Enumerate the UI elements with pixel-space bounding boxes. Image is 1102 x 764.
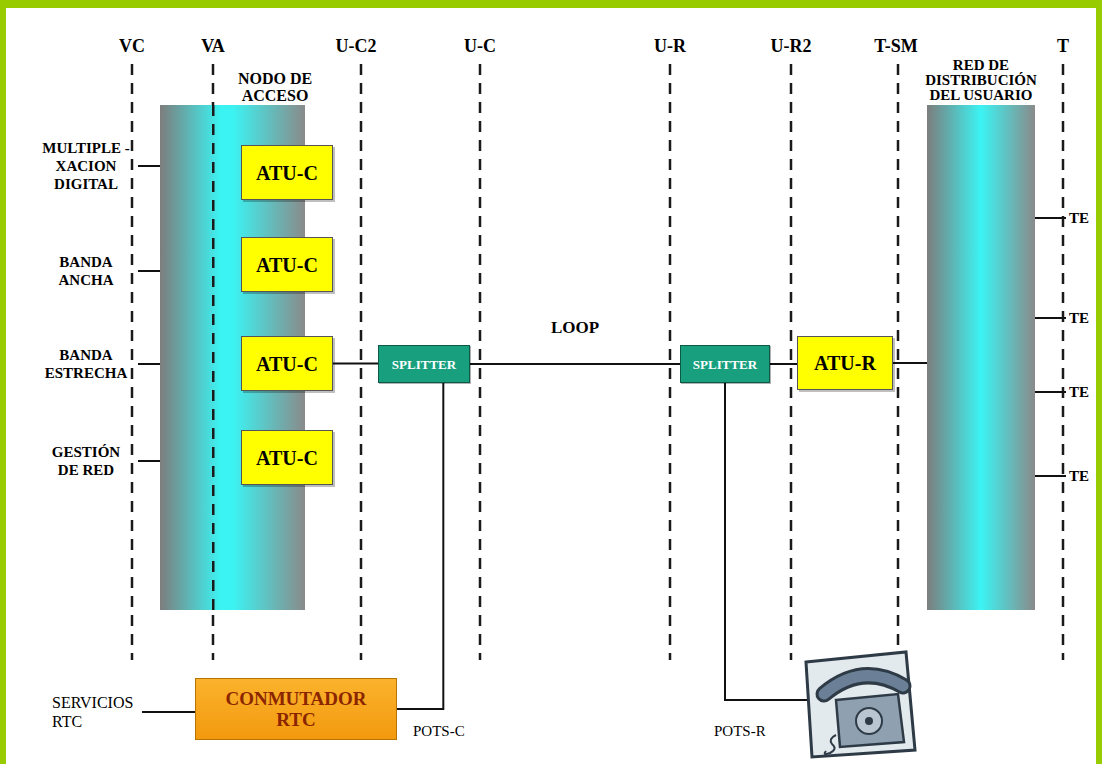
icon-tile — [806, 652, 915, 757]
terminal-wire — [1035, 475, 1066, 477]
label-slot: T — [1038, 36, 1088, 56]
box-label: ATU-R — [814, 352, 876, 374]
frame-bar — [1096, 0, 1102, 764]
box-label: ATU-C — [256, 447, 318, 469]
terminal-label: TE — [1069, 467, 1097, 485]
reference-point-label: U-C — [450, 36, 510, 56]
label-slot: POTS-R — [714, 722, 794, 740]
input-wire — [138, 363, 160, 365]
interface-label: BANDA ANCHA — [42, 253, 130, 289]
phone-dial-hub — [865, 717, 873, 725]
reference-line — [1062, 64, 1065, 660]
label-slot: U-C — [450, 36, 510, 56]
telephone-icon — [806, 652, 915, 757]
reference-line — [131, 64, 134, 660]
access-node-band: NODO DE ACCESOATU-CATU-CATU-CATU-C — [160, 105, 305, 610]
label-slot: TE — [1069, 209, 1097, 227]
box-label: ATU-C — [256, 353, 318, 375]
reference-point-label: VC — [102, 36, 162, 56]
label-slot: TE — [1069, 309, 1097, 327]
input-wire — [138, 460, 160, 462]
line-connector — [893, 362, 927, 364]
box-label: SPLITTER — [392, 357, 456, 372]
splitter-box: SPLITTER — [378, 345, 470, 383]
box-label: ATU-C — [256, 162, 318, 184]
reference-point-label: T-SM — [861, 36, 931, 56]
interface-label: MULTIPLE -XACION DIGITAL — [42, 139, 130, 193]
box-label: CONMUTADOR RTC — [216, 688, 376, 730]
reference-line — [479, 64, 482, 660]
line-connector — [397, 383, 443, 709]
label-slot: U-C2 — [321, 36, 391, 56]
service-wire — [142, 711, 195, 713]
pots-wire — [725, 383, 808, 700]
reference-point-label: T — [1038, 36, 1088, 56]
label-slot: TE — [1069, 467, 1097, 485]
modem-box: ATU-C — [241, 430, 333, 485]
modem-box: ATU-C — [241, 145, 333, 200]
handset-outline — [824, 676, 903, 694]
label-slot: U-R — [640, 36, 700, 56]
switch-box: CONMUTADOR RTC — [195, 678, 397, 740]
label-slot: MULTIPLE -XACION DIGITAL — [42, 139, 130, 193]
line-connector — [770, 363, 797, 365]
terminal-wire — [1035, 391, 1066, 393]
reference-point-label: U-R — [640, 36, 700, 56]
user-network-band: RED DE DISTRIBUCIÓN DEL USUARIO — [927, 105, 1035, 610]
reference-line — [790, 64, 793, 660]
modem-box: ATU-C — [241, 237, 333, 292]
phone-cord — [825, 735, 836, 754]
reference-line — [360, 64, 363, 660]
reference-point-label: VA — [183, 36, 243, 56]
box-label: ATU-C — [256, 254, 318, 276]
frame-bar — [0, 0, 1102, 8]
edge-label: LOOP — [548, 318, 602, 338]
terminal-label: TE — [1069, 383, 1097, 401]
edge-label-slot: LOOP — [548, 318, 602, 338]
terminal-wire — [1035, 217, 1066, 219]
label-slot: VA — [183, 36, 243, 56]
label-slot: TE — [1069, 383, 1097, 401]
interface-label: BANDA ESTRECHA — [42, 346, 130, 382]
label-slot: T-SM — [861, 36, 931, 56]
phone-body — [836, 694, 904, 747]
label-slot: U-R2 — [756, 36, 826, 56]
label-slot: SERVICIOS RTC — [52, 693, 147, 731]
label-slot: GESTIÓN DE RED — [42, 443, 130, 479]
line-connector — [470, 363, 680, 365]
frame-bar — [0, 0, 6, 764]
terminal-label: TE — [1069, 309, 1097, 327]
modem-box: ATU-C — [241, 336, 333, 391]
terminal-label: TE — [1069, 209, 1097, 227]
band-heading: RED DE DISTRIBUCIÓN DEL USUARIO — [921, 58, 1041, 103]
reference-point-label: U-C2 — [321, 36, 391, 56]
splitter-box: SPLITTER — [680, 345, 770, 383]
service-label: SERVICIOS RTC — [52, 693, 147, 731]
reference-line — [669, 64, 672, 660]
label-slot: VC — [102, 36, 162, 56]
pots-label: POTS-C — [413, 722, 493, 740]
terminal-wire — [1035, 317, 1066, 319]
phone-dial — [856, 708, 882, 734]
reference-point-label: U-R2 — [756, 36, 826, 56]
modem-box: ATU-R — [797, 336, 893, 390]
input-wire — [138, 270, 160, 272]
label-slot: BANDA ESTRECHA — [42, 346, 130, 382]
interface-label: GESTIÓN DE RED — [42, 443, 130, 479]
handset — [824, 676, 903, 694]
box-label: SPLITTER — [693, 357, 757, 372]
input-wire — [138, 165, 160, 167]
label-slot: POTS-C — [413, 722, 493, 740]
pots-label: POTS-R — [714, 722, 794, 740]
label-slot: BANDA ANCHA — [42, 253, 130, 289]
line-connector — [333, 363, 378, 365]
reference-line — [897, 64, 900, 650]
band-heading: NODO DE ACCESO — [230, 70, 320, 104]
